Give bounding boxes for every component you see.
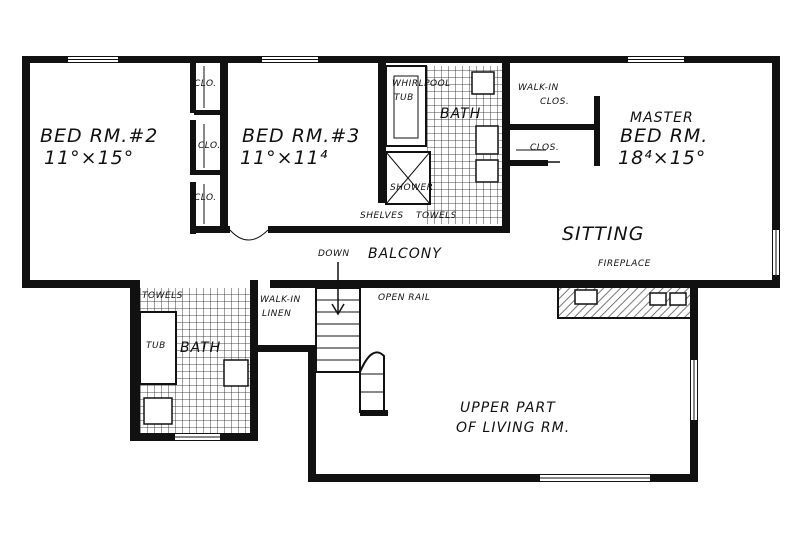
- sitting-label: SITTING: [562, 223, 644, 245]
- master-closet-label: CLOS.: [530, 143, 559, 153]
- staircase: [315, 262, 505, 416]
- windows: [68, 57, 779, 481]
- bed-room-2-size: 11°×15°: [44, 147, 134, 169]
- closet-label-1: CLO.: [194, 79, 217, 89]
- bed-room-2-label: BED RM.#2: [40, 125, 158, 147]
- room-labels: BED RM.#2 11°×15° CLO. CLO. CLO. BED RM.…: [40, 79, 708, 436]
- master-bed-room-size: 18⁴×15°: [618, 147, 706, 169]
- down-label: DOWN: [318, 249, 350, 259]
- shower-label: SHOWER: [390, 183, 433, 193]
- walk-in-linen-label-2: LINEN: [262, 309, 291, 319]
- whirlpool-label: WHIRLPOOL: [392, 79, 451, 89]
- living-room-label: OF LIVING RM.: [456, 420, 570, 436]
- closet-rods: [203, 66, 560, 224]
- balcony-label: BALCONY: [368, 246, 442, 262]
- bath-upper-label: BATH: [440, 106, 481, 122]
- shelves-label: SHELVES: [360, 211, 404, 221]
- towels-upper-label: TOWELS: [416, 211, 457, 221]
- bath-lower-label: BATH: [180, 340, 221, 356]
- bed-room-3-size: 11°×11⁴: [240, 147, 328, 169]
- walk-in-closet-label-1: WALK-IN: [518, 83, 559, 93]
- master-label: MASTER: [630, 110, 694, 126]
- tub-upper-label: TUB: [394, 93, 414, 103]
- closet-label-3: CLO.: [194, 193, 217, 203]
- upper-part-label: UPPER PART: [460, 400, 556, 416]
- fireplace-label: FIREPLACE: [598, 259, 651, 269]
- bed-room-3-label: BED RM.#3: [242, 125, 360, 147]
- tub-lower-label: TUB: [146, 341, 166, 351]
- master-bed-room-label: BED RM.: [620, 125, 708, 147]
- door-openings: [176, 227, 270, 287]
- closet-label-2: CLO.: [198, 141, 221, 151]
- fixtures: [139, 65, 499, 425]
- walk-in-linen-label-1: WALK-IN: [260, 295, 301, 305]
- walk-in-closet-label-2: CLOS.: [540, 97, 569, 107]
- towels-lower-label: TOWELS: [142, 291, 183, 301]
- interior-walls: [190, 63, 600, 234]
- open-rail-label: OPEN RAIL: [378, 293, 430, 303]
